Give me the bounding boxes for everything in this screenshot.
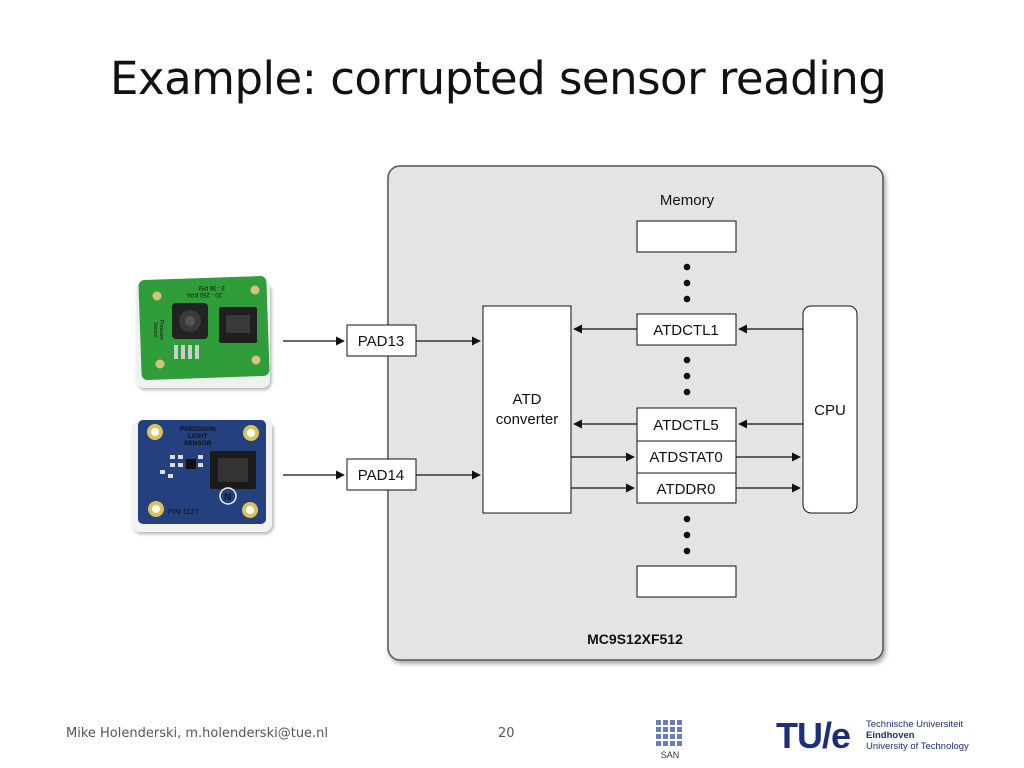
chip-boundary bbox=[387, 165, 884, 661]
atd-converter-block bbox=[482, 305, 572, 514]
cpu-label: CPU bbox=[814, 402, 846, 419]
register-atdctl5-label: ATDCTL5 bbox=[653, 417, 719, 434]
atd-converter-label-line2: converter bbox=[496, 411, 559, 428]
memory-bottom-cell bbox=[636, 565, 737, 598]
register-atdctl1 bbox=[636, 313, 737, 346]
memory-ellipsis-2 bbox=[683, 356, 691, 396]
register-atdctl1-label: ATDCTL1 bbox=[653, 322, 719, 339]
pad14-label: PAD14 bbox=[358, 467, 404, 484]
register-atddr0-label: ATDDR0 bbox=[657, 481, 716, 498]
page-number: 20 bbox=[498, 726, 515, 741]
memory-ellipsis-1 bbox=[683, 263, 691, 303]
tue-name-line2: Eindhoven bbox=[866, 730, 915, 741]
mcu-diagram: 3 - 36 PSI 20 - 250 KPA Pressure Sensor … bbox=[132, 165, 884, 661]
light-board-label-1: PRECISION bbox=[180, 426, 216, 433]
san-logo: SAN bbox=[656, 720, 682, 760]
light-board-label-2: LIGHT bbox=[188, 433, 208, 440]
pressure-board-range-psi: 3 - 36 PSI bbox=[198, 284, 225, 290]
pad13-label: PAD13 bbox=[358, 333, 404, 350]
register-atddr0 bbox=[636, 472, 737, 504]
pressure-board-label-1: Pressure bbox=[158, 320, 164, 340]
memory-ellipsis-3 bbox=[683, 515, 691, 555]
pad13-block bbox=[346, 324, 417, 357]
san-logo-text: SAN bbox=[661, 750, 680, 760]
memory-label: Memory bbox=[660, 192, 715, 209]
tue-logo-mark: TU/e bbox=[776, 716, 850, 756]
tue-name: Technische Universiteit Eindhoven Univer… bbox=[866, 719, 969, 752]
chip-label: MC9S12XF512 bbox=[587, 631, 683, 647]
footer-author: Mike Holenderski, m.holenderski@tue.nl bbox=[66, 726, 329, 741]
pad14-block bbox=[346, 458, 417, 491]
light-board-part-number: P/N 1127 bbox=[168, 507, 199, 516]
cpu-block bbox=[802, 305, 858, 514]
light-board-n-mark: N bbox=[224, 492, 231, 503]
tue-logo: TU/e bbox=[776, 716, 851, 756]
light-board-label-3: SENSOR bbox=[184, 440, 212, 447]
slide-title: Example: corrupted sensor reading bbox=[110, 52, 887, 105]
memory-top-cell bbox=[636, 220, 737, 253]
atd-converter-label-line1: ATD bbox=[513, 391, 542, 408]
tue-name-line3: University of Technology bbox=[866, 741, 969, 752]
pressure-board-range-kpa: 20 - 250 KPA bbox=[187, 291, 222, 297]
pressure-board-label-2: Sensor bbox=[152, 322, 158, 338]
tue-name-line1: Technische Universiteit bbox=[866, 719, 964, 730]
pressure-sensor-image: 3 - 36 PSI 20 - 250 KPA Pressure Sensor bbox=[136, 276, 270, 388]
light-sensor-image: PRECISION LIGHT SENSOR N P/N 1127 bbox=[132, 420, 272, 532]
register-atdstat0-label: ATDSTAT0 bbox=[649, 449, 722, 466]
